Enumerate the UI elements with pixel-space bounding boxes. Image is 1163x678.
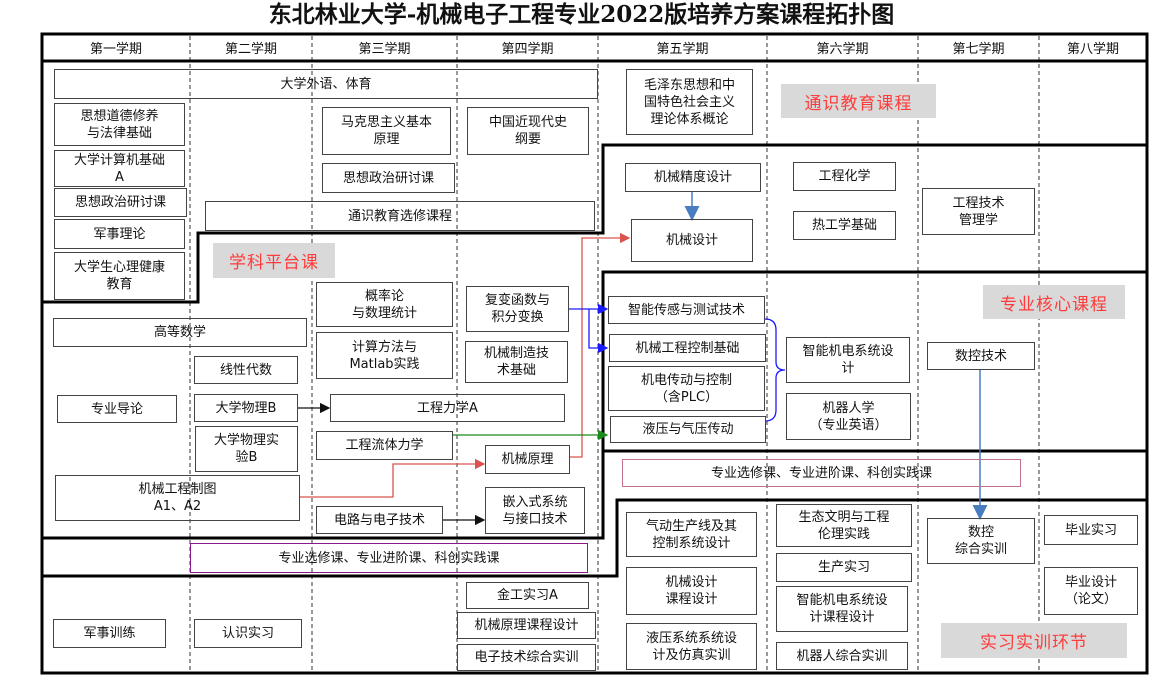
course-box: 线性代数 (194, 356, 298, 384)
course-box: 思想政治研讨课 (322, 163, 455, 193)
course-box: 气动生产线及其 控制系统设计 (626, 512, 757, 557)
course-box: 电子技术综合实训 (457, 644, 596, 671)
category-platform: 学科平台课 (213, 243, 335, 278)
course-box: 液压与气压传动 (610, 416, 766, 443)
semester-6-header: 第六学期 (816, 42, 869, 57)
course-box: 生态文明与工程 伦理实践 (776, 504, 912, 547)
course-box: 认识实习 (194, 619, 302, 648)
course-box: 大学物理实 验B (195, 426, 298, 472)
course-box: 大学外语、体育 (54, 69, 598, 99)
course-box: 中国近现代史 纲要 (467, 107, 589, 155)
course-box: 高等数学 (53, 318, 307, 347)
course-box: 机械工程控制基础 (609, 334, 766, 362)
course-box: 复变函数与 积分变换 (466, 286, 569, 332)
course-box: 通识教育选修课程 (205, 201, 595, 231)
course-box: 智能机电系统设 计 (786, 337, 910, 383)
course-box: 机器人学 （专业英语） (786, 393, 911, 440)
course-box: 机械原理课程设计 (457, 612, 596, 639)
course-box: 液压系统系统设 计及仿真实训 (626, 623, 757, 670)
course-box: 电路与电子技术 (316, 506, 443, 534)
course-box: 数控技术 (927, 342, 1035, 370)
region-borders (40, 32, 1149, 675)
course-box: 机械精度设计 (625, 163, 761, 192)
course-box: 生产实习 (776, 553, 912, 582)
category-practice: 实习实训环节 (941, 623, 1127, 658)
semester-dividers (189, 36, 1040, 673)
course-box: 嵌入式系统 与接口技术 (485, 487, 585, 534)
course-box: 计算方法与 Matlab实践 (316, 332, 453, 379)
course-box: 热工学基础 (793, 211, 896, 240)
page-title: 东北林业大学-机械电子工程专业2022版培养方案课程拓扑图 (268, 1, 895, 28)
course-box: 大学生心理健康 教育 (54, 252, 185, 300)
course-box: 机器人综合实训 (776, 642, 908, 670)
course-box: 思想政治研讨课 (54, 188, 187, 217)
semester-7-header: 第七学期 (952, 42, 1005, 57)
semester-5-header: 第五学期 (656, 42, 709, 57)
course-box: 毕业实习 (1044, 515, 1138, 545)
course-box: 毕业设计 （论文） (1044, 567, 1138, 615)
course-box: 军事理论 (54, 219, 185, 249)
course-box: 智能机电系统设 计课程设计 (776, 586, 908, 632)
course-box: 马克思主义基本 原理 (322, 107, 451, 155)
semester-4-header: 第四学期 (501, 42, 554, 57)
course-box: 思想道德修养 与法律基础 (54, 103, 185, 146)
semester-2-header: 第二学期 (224, 42, 277, 57)
semester-8-header: 第八学期 (1066, 42, 1119, 57)
course-box: 机械原理 (485, 445, 570, 474)
course-box: 机械工程制图 A1、A2 (55, 475, 300, 521)
elective-box-left: 专业选修课、专业进阶课、科创实践课 (190, 543, 588, 573)
semester-1-header: 第一学期 (89, 42, 142, 57)
course-box: 金工实习A (466, 582, 589, 609)
semester-3-header: 第三学期 (358, 42, 411, 57)
course-box: 机械设计 课程设计 (626, 567, 757, 615)
course-box: 大学物理B (194, 394, 298, 422)
course-box: 工程力学A (330, 394, 565, 422)
course-box: 专业导论 (57, 395, 177, 423)
course-box: 机械设计 (631, 219, 753, 262)
dependency-arrows (298, 192, 988, 526)
course-box: 工程技术 管理学 (922, 188, 1035, 235)
course-box: 工程流体力学 (316, 431, 453, 460)
course-box: 大学计算机基础 A (54, 150, 185, 187)
elective-box-right: 专业选修课、专业进阶课、科创实践课 (622, 459, 1021, 487)
course-box: 数控 综合实训 (927, 518, 1035, 564)
course-box: 机械制造技 术基础 (465, 341, 568, 383)
course-box: 概率论 与数理统计 (316, 282, 453, 327)
course-box: 工程化学 (793, 162, 896, 191)
category-core: 专业核心课程 (983, 285, 1125, 319)
course-box: 机电传动与控制 （含PLC） (608, 366, 765, 411)
course-box: 毛泽东思想和中 国特色社会主义 理论体系概论 (626, 69, 753, 135)
category-general: 通识教育课程 (781, 84, 936, 118)
course-box: 军事训练 (53, 619, 166, 648)
course-box: 智能传感与测试技术 (608, 296, 765, 324)
